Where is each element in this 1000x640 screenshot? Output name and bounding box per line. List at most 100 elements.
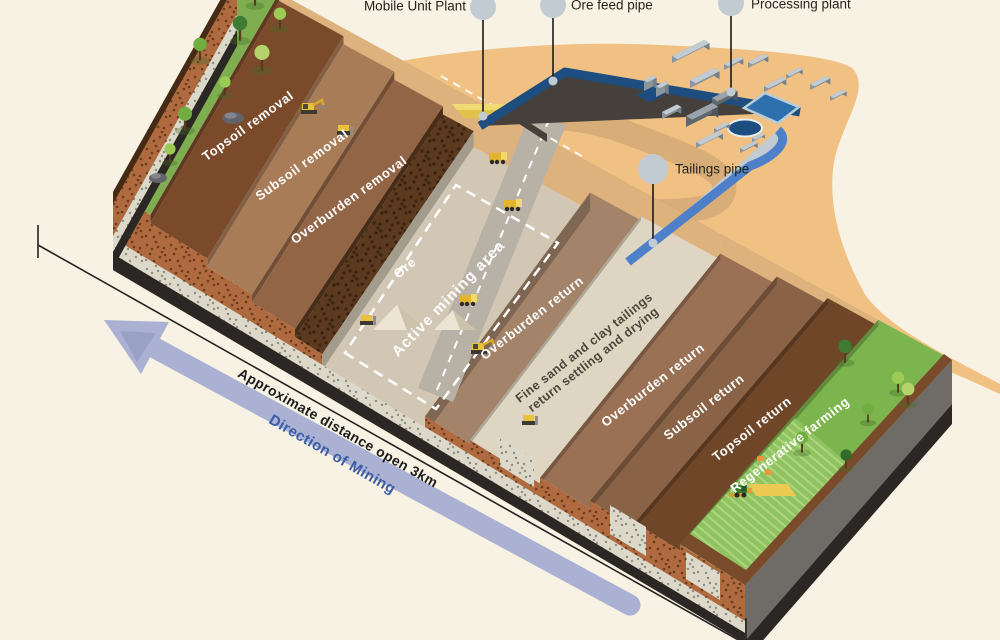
legend-dot-ore-feed-pipe: [540, 0, 566, 18]
tree-shadow: [251, 66, 273, 76]
tree-shadow: [229, 36, 251, 46]
left-face-soil: [113, 0, 237, 236]
rock-highlight: [151, 173, 161, 179]
ore-stockpile: [434, 310, 461, 330]
tree-trunk: [845, 457, 847, 469]
tree-trunk: [843, 348, 847, 363]
direction-arrow-head-inner: [120, 331, 156, 362]
strip-step: [207, 36, 344, 267]
tree-icon: [178, 106, 192, 121]
strip-step: [295, 106, 443, 338]
ore-stockpile: [452, 310, 476, 330]
pit-back-wall: [720, 233, 777, 285]
strip-step: [635, 298, 828, 529]
vehicle-excavator: [471, 338, 496, 354]
pit-back-wall: [827, 292, 879, 326]
active-mining-area-outline: [343, 183, 560, 411]
tree-icon: [219, 76, 231, 88]
leader-dot-ore-feed-pipe: [548, 76, 558, 86]
tree-trunk: [867, 411, 869, 423]
vehicle-truck: [504, 199, 522, 212]
vehicle-truck: [489, 152, 507, 165]
legend-dot-processing-plant: [718, 0, 744, 16]
tree-trunk: [906, 391, 910, 405]
ore-stockpile: [397, 304, 427, 330]
strip-subsoil-return: [590, 276, 828, 529]
vehicle-harvester: [729, 485, 747, 498]
strip-overburden-removal: [252, 79, 443, 330]
pit-back-wall: [343, 28, 395, 72]
tree-icon: [901, 382, 915, 396]
tree-shadow: [271, 25, 289, 33]
pit-back-wall: [394, 55, 443, 107]
tree-trunk: [238, 25, 242, 41]
vehicle-truck: [459, 294, 477, 307]
tree-shadow: [190, 57, 210, 65]
strip-step: [322, 131, 474, 371]
strip-step: [590, 276, 777, 509]
tree-shadow: [898, 401, 918, 409]
tree-shadow: [217, 92, 233, 100]
farm-edge-rim: [680, 533, 755, 585]
strip-step: [540, 253, 721, 484]
tree-icon: [254, 44, 270, 61]
strip-topsoil-return: [635, 298, 879, 551]
hay-bale: [757, 456, 764, 461]
tree-icon: [891, 371, 905, 384]
strip-step: [470, 216, 641, 445]
tree-shadow: [860, 419, 876, 427]
strip-pit-wall: [295, 114, 474, 355]
tree-shadow: [793, 449, 811, 457]
strip-topsoil-removal: [150, 1, 344, 259]
tree-shadow: [838, 465, 854, 473]
legend-dot-tailings-pipe: [638, 154, 668, 184]
tree-icon: [273, 7, 287, 20]
tree-shadow: [835, 359, 855, 367]
tree-trunk: [260, 55, 264, 71]
right-face: [745, 360, 952, 640]
tree-trunk: [224, 84, 226, 96]
front-face-gravel-band: [113, 238, 745, 633]
processing-plant: [636, 40, 847, 153]
hay-bale: [765, 470, 772, 475]
leader-dot-mobile-unit-plant: [478, 111, 488, 121]
tree-icon: [164, 143, 176, 155]
strip-overburden-return-b: [540, 253, 777, 509]
tree-icon: [193, 37, 207, 52]
pit-back-wall: [279, 0, 344, 37]
leader-dot-tailings-pipe: [648, 238, 658, 248]
pit-back-wall: [590, 162, 641, 221]
tree-shadow: [162, 159, 178, 167]
pit-back-wall: [776, 264, 828, 305]
tree-trunk: [279, 15, 281, 29]
vehicle-dozer: [522, 415, 538, 425]
tree-trunk: [801, 439, 803, 453]
farm-edge-rim: [737, 354, 952, 585]
road-dashes: [436, 119, 550, 391]
front-face-base-band: [113, 254, 745, 640]
leader-dot-processing-plant: [726, 87, 736, 97]
tree-trunk: [253, 0, 257, 6]
strip-step: [150, 0, 280, 224]
tree-trunk: [183, 116, 187, 131]
right-face-base: [745, 404, 952, 640]
tree-icon: [232, 15, 248, 31]
vehicle-dozer: [360, 315, 376, 325]
tailings-pipe: [625, 126, 788, 266]
strip-subsoil-removal: [207, 44, 395, 295]
tree-trunk: [198, 46, 202, 61]
ore-stockpile: [373, 304, 407, 330]
tree-icon: [862, 403, 874, 415]
gravel-lens: [610, 505, 646, 556]
rock-highlight: [224, 112, 237, 119]
vehicle-excavator: [301, 98, 326, 114]
legend-dot-mobile-unit-plant: [470, 0, 496, 20]
harvested-crop: [748, 484, 796, 496]
left-face-gravel: [113, 14, 237, 252]
gravel-lens: [686, 552, 720, 600]
tree-icon: [795, 431, 809, 444]
tree-icon: [840, 449, 852, 461]
gravel-lens: [500, 438, 534, 487]
